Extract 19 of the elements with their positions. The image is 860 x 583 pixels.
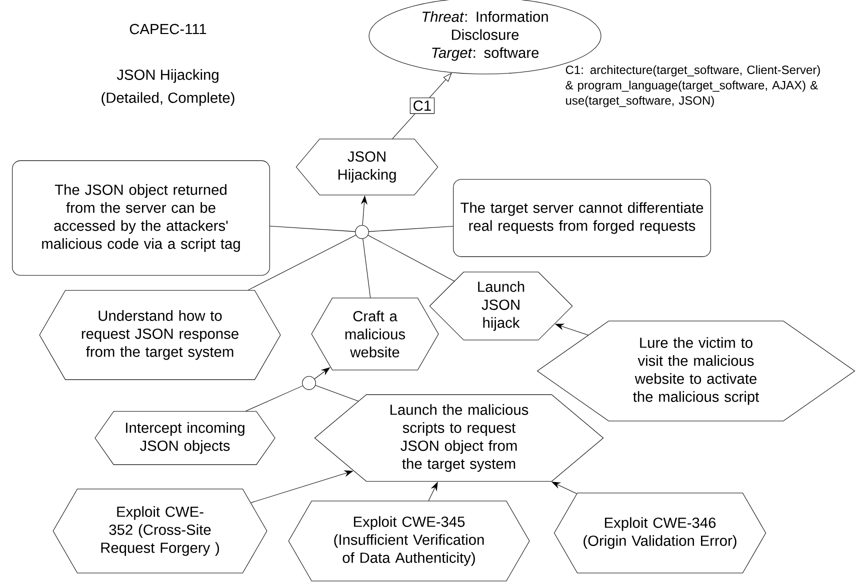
- heading-text: (Detailed, Complete): [102, 92, 234, 106]
- hexagon-node: Understand how to request JSON response from the target system: [39, 290, 281, 380]
- edge-label: C1: [410, 98, 435, 114]
- hexagon-node: Exploit CWE-345 (Insufficient Verification of Data Authenticity): [288, 500, 530, 582]
- rounded-box: The target server cannot differentiate real requests from forged requests: [453, 179, 711, 257]
- hexagon-node: Launch the malicious scripts to request JSON object from the target system: [314, 394, 604, 482]
- junction-circle: [302, 376, 316, 390]
- hexagon-node: Exploit CWE-352 (Cross-Site Request Forgery ): [52, 488, 268, 574]
- hexagon-node: JSON Hijacking: [296, 138, 438, 196]
- title: CAPEC-111: [130, 24, 206, 34]
- rounded-box: The JSON object returned from the server can be accessed by the attackers' malicious code via a script tag: [12, 160, 270, 276]
- hexagon-node: Lure the victim to visit the malicious website to activate the malicious script: [536, 320, 856, 422]
- hexagon-node: Launch JSON hijack: [429, 272, 573, 340]
- hexagon-node: Intercept incoming JSON objects: [94, 411, 276, 465]
- hexagon-node: Exploit CWE-346 (Origin Validation Error): [554, 492, 766, 574]
- condition-note: C1: architecture(target_software, Client-Server) & program_language(target_software, AJAX) & use(target_software, JSON): [566, 65, 820, 108]
- heading-text: JSON Hijacking: [116, 69, 218, 83]
- junction-circle: [355, 225, 369, 239]
- hexagon-node: Craft a malicious website: [311, 298, 439, 370]
